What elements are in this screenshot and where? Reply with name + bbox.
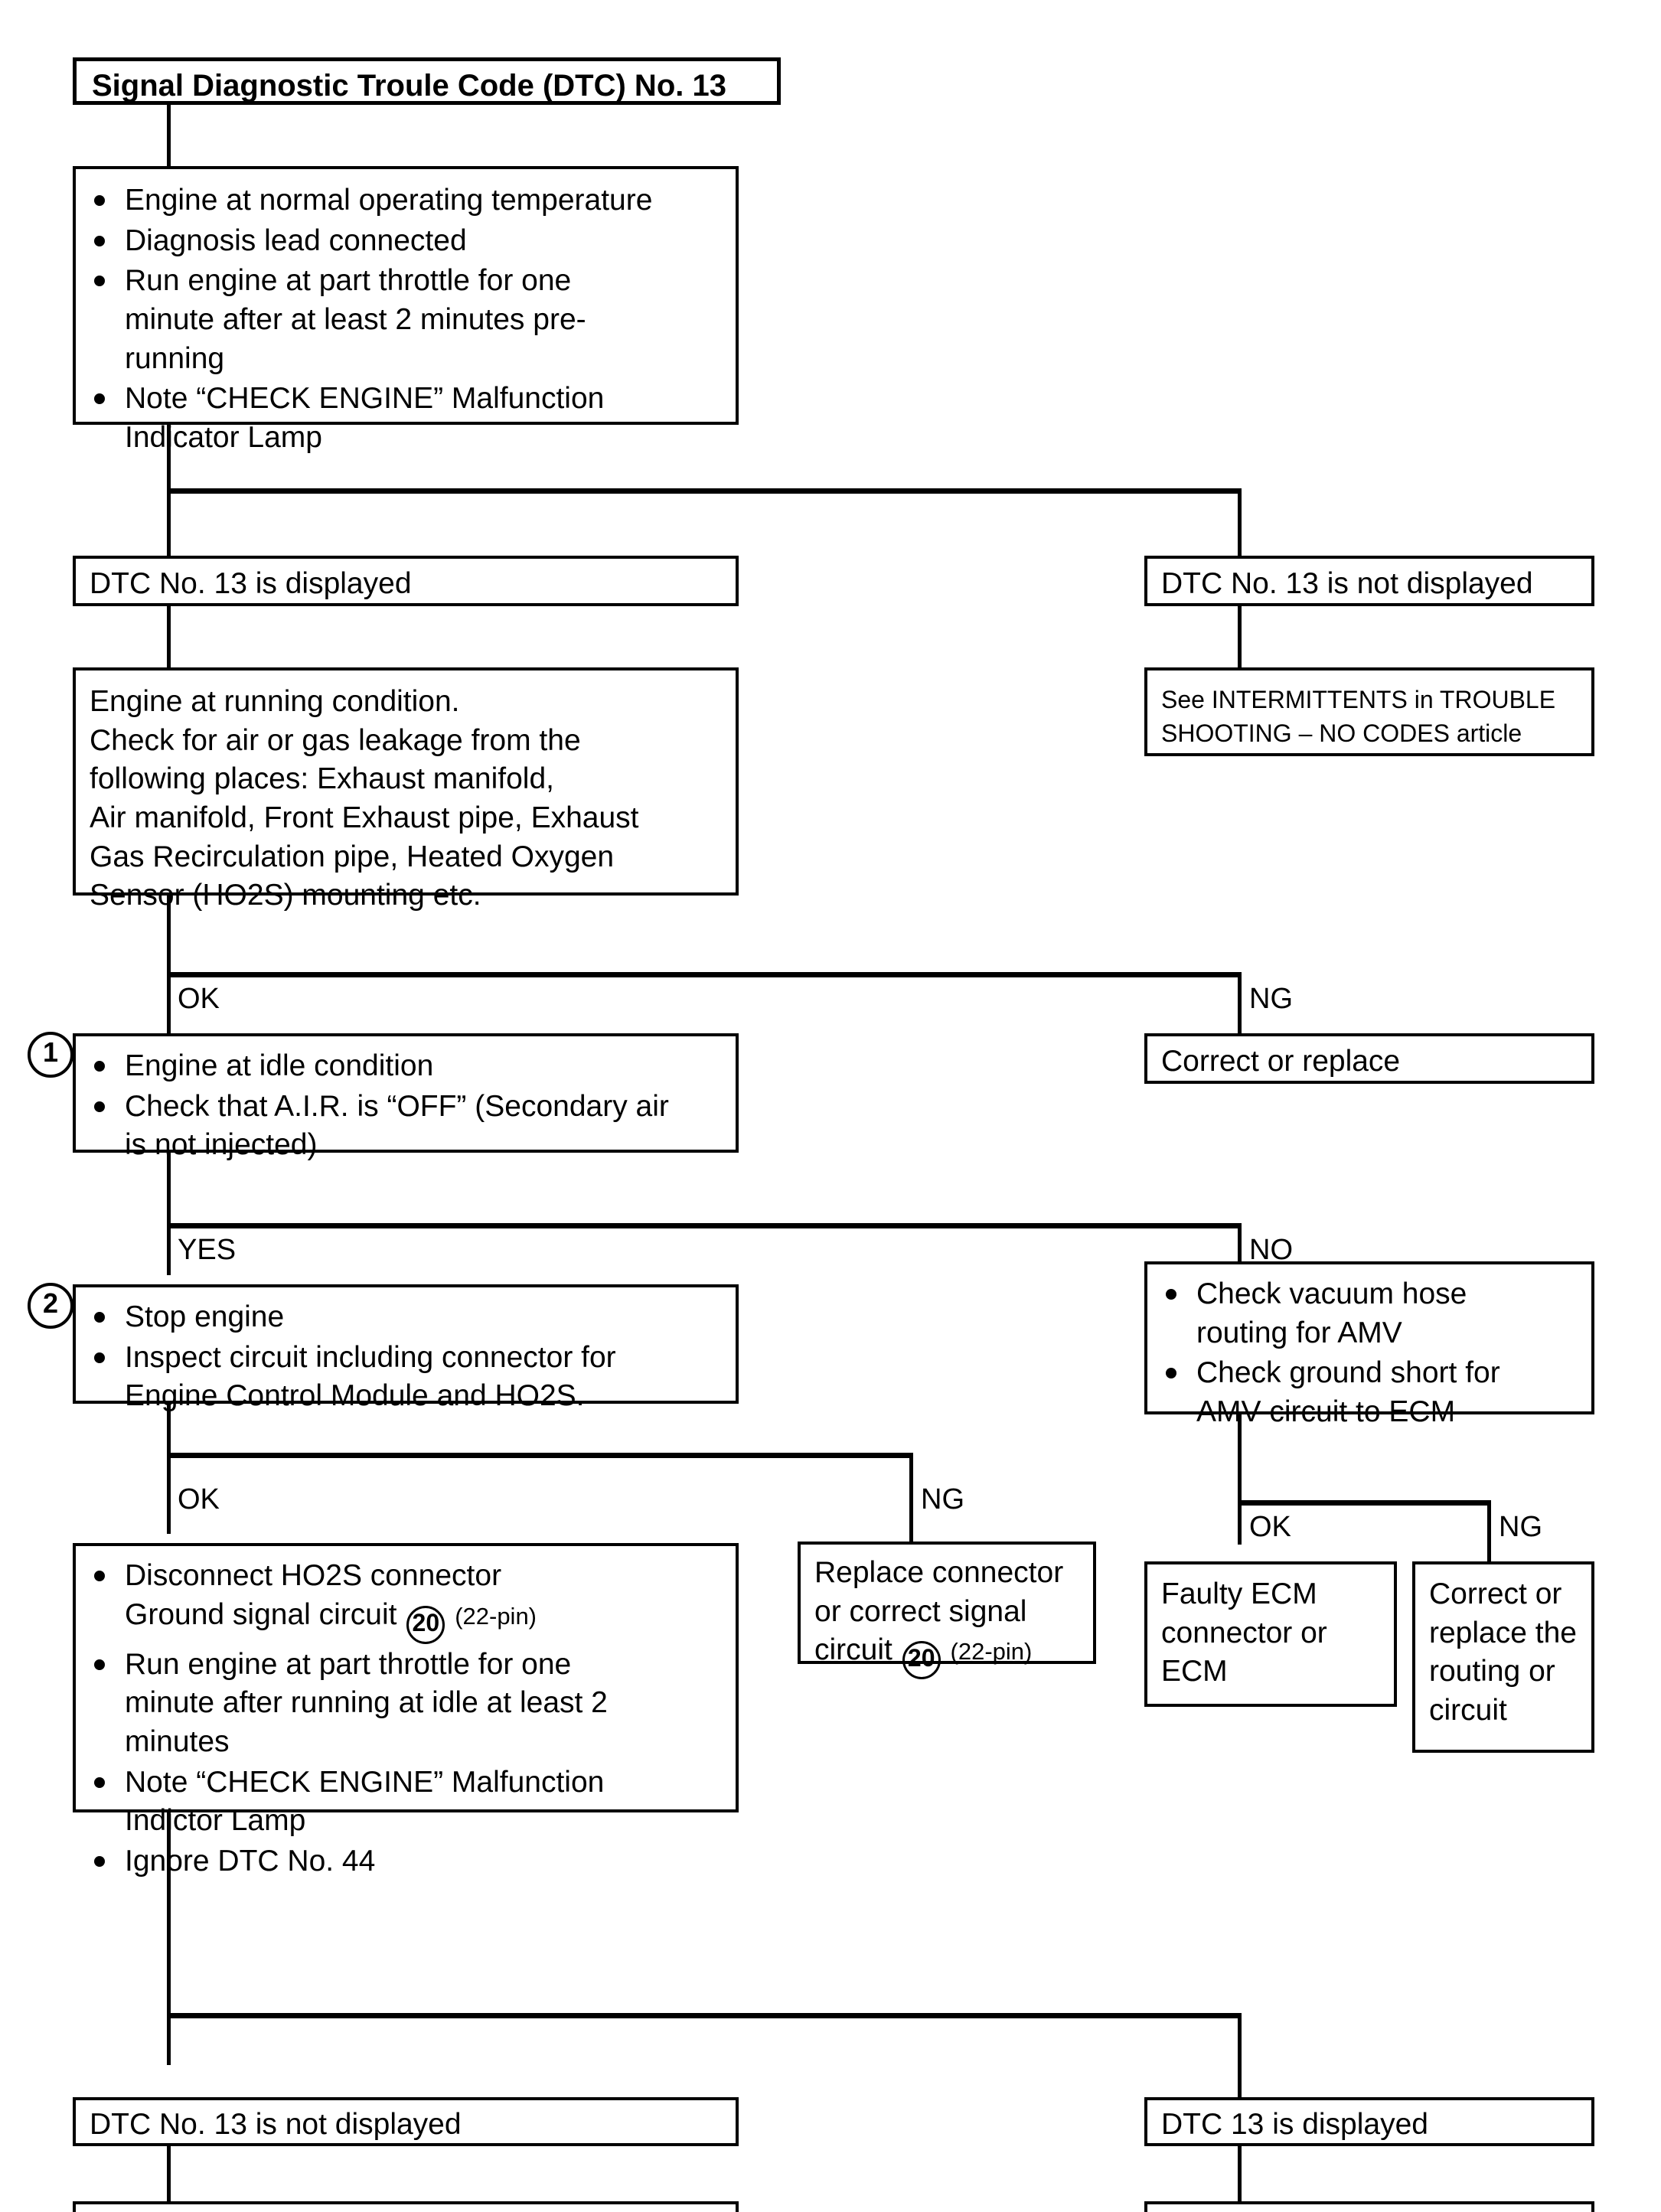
- step3-item1-line1: Disconnect HO2S connector: [125, 1559, 502, 1592]
- list-item: Check ground short for AMV circuit to EC…: [1161, 1354, 1556, 1431]
- step3-item1-suffix: (22-pin): [455, 1602, 537, 1630]
- connector-split-1-left: [167, 488, 171, 565]
- connector-leak-down: [167, 896, 171, 1033]
- connector-final-right: [1238, 2146, 1242, 2201]
- list-item: Note “CHECK ENGINE” Malfunction Indictor…: [90, 1763, 676, 1841]
- replace-line-3: circuit 20 (22-pin): [814, 1631, 1079, 1680]
- step2-list: Stop engine Inspect circuit including co…: [90, 1298, 722, 1416]
- dtc-displayed-label: DTC No. 13 is displayed: [90, 567, 412, 600]
- connector-split-6: [167, 2013, 1242, 2018]
- replace-line-3-prefix: circuit: [814, 1633, 893, 1667]
- correct-routing-box: Correct or replace the routing or circui…: [1412, 1561, 1594, 1753]
- preconditions-box: Engine at normal operating temperature D…: [73, 166, 739, 454]
- list-item: Run engine at part throttle for one minu…: [90, 1646, 661, 1762]
- replace-line-1: Replace connector: [814, 1556, 1064, 1589]
- faulty-ecm-connector-box: Faulty ECM connector or ECM: [1144, 1561, 1397, 1707]
- step1-list: Engine at idle condition Check that A.I.…: [90, 1047, 722, 1165]
- list-item: Note “CHECK ENGINE” Malfunction Indicato…: [90, 380, 661, 457]
- final-dtc-not-displayed-box: DTC No. 13 is not displayed: [73, 2097, 739, 2146]
- connector-amv-down: [1238, 1414, 1242, 1545]
- connector-split-1: [167, 488, 1242, 494]
- title-box: Signal Diagnostic Troule Code (DTC) No. …: [73, 57, 781, 105]
- result-faulty-ecm-box: Faulty ECM connector or ECM: [1144, 2201, 1594, 2212]
- final-dtc-displayed-label: DTC 13 is displayed: [1161, 2108, 1428, 2141]
- branch-label-no: NO: [1249, 1234, 1293, 1266]
- step3-box: Disconnect HO2S connector Ground signal …: [73, 1543, 739, 1878]
- leak-line: Sensor (HO2S) mounting etc.: [90, 879, 481, 912]
- correct-or-replace-label: Correct or replace: [1161, 1045, 1401, 1078]
- leak-line: Check for air or gas leakage from the: [90, 723, 581, 757]
- pin-number-badge: 20: [902, 1641, 941, 1680]
- dtc-displayed-box: DTC No. 13 is displayed: [73, 556, 739, 606]
- branch-label-ok-1: OK: [178, 983, 220, 1015]
- step-marker-2: 2: [28, 1283, 73, 1329]
- branch-label-yes: YES: [178, 1234, 237, 1266]
- dtc-not-displayed-label: DTC No. 13 is not displayed: [1161, 567, 1533, 600]
- branch-label-ok-3: OK: [1249, 1511, 1291, 1543]
- list-item: Stop engine: [90, 1298, 722, 1337]
- step3-item1-prefix: Ground signal circuit: [125, 1597, 397, 1631]
- connector-split-5-right: [1487, 1500, 1491, 1563]
- branch-label-ng-2: NG: [921, 1483, 964, 1515]
- final-dtc-displayed-box: DTC 13 is displayed: [1144, 2097, 1594, 2146]
- dtc-not-displayed-box: DTC No. 13 is not displayed: [1144, 556, 1594, 606]
- leak-line: Gas Recirculation pipe, Heated Oxygen: [90, 840, 615, 873]
- result-faulty-ho2s-box: Faulty HO2S connector or HO2S: [73, 2201, 739, 2212]
- list-item: Ignore DTC No. 44: [90, 1842, 722, 1881]
- connector-final-left: [167, 2146, 171, 2201]
- branch-label-ng-3: NG: [1499, 1511, 1542, 1543]
- step-marker-1: 1: [28, 1032, 73, 1078]
- connector-split-3: [167, 1223, 1242, 1228]
- step2-box: Stop engine Inspect circuit including co…: [73, 1284, 739, 1412]
- title-text: Signal Diagnostic Troule Code (DTC) No. …: [92, 69, 726, 103]
- list-item: Inspect circuit including connector for …: [90, 1339, 706, 1416]
- connector-split-4-right: [909, 1453, 913, 1543]
- list-item: Engine at normal operating temperature: [90, 181, 722, 220]
- connector-step2-down: [167, 1404, 171, 1534]
- leak-line: Air manifold, Front Exhaust pipe, Exhaus…: [90, 801, 639, 835]
- connector-split-1-right: [1238, 488, 1242, 565]
- pin-number-badge: 20: [406, 1605, 445, 1644]
- intermittents-text: See INTERMITTENTS in TROUBLE SHOOTING – …: [1161, 686, 1556, 748]
- branch-label-ng-1: NG: [1249, 983, 1293, 1015]
- connector-dtc-displayed-down: [167, 606, 171, 667]
- correct-routing-label: Correct or replace the routing or circui…: [1429, 1577, 1577, 1728]
- list-item: Diagnosis lead connected: [90, 222, 722, 261]
- correct-or-replace-box: Correct or replace: [1144, 1033, 1594, 1084]
- connector-title-to-preconditions: [167, 105, 171, 166]
- replace-line-3-suffix: (22-pin): [950, 1638, 1033, 1666]
- connector-split-2: [167, 972, 1242, 977]
- leak-line: Engine at running condition.: [90, 685, 460, 718]
- connector-split-3-right: [1238, 1223, 1242, 1284]
- connector-split-2-right: [1238, 972, 1242, 1033]
- connector-dtc-not-displayed-down: [1238, 606, 1242, 669]
- connector-split-5: [1238, 1500, 1491, 1506]
- list-item: Run engine at part throttle for one minu…: [90, 262, 645, 378]
- step3-list: Disconnect HO2S connector Ground signal …: [90, 1557, 722, 1881]
- leak-line: following places: Exhaust manifold,: [90, 762, 554, 796]
- connector-split-6-right: [1238, 2013, 1242, 2135]
- connector-split-4: [167, 1453, 913, 1458]
- amv-check-list: Check vacuum hose routing for AMV Check …: [1161, 1275, 1578, 1432]
- list-item: Check that A.I.R. is “OFF” (Secondary ai…: [90, 1088, 691, 1165]
- leak-check-box: Engine at running condition. Check for a…: [73, 667, 739, 912]
- replace-line-2: or correct signal: [814, 1594, 1027, 1628]
- connector-step1-down: [167, 1153, 171, 1275]
- final-dtc-not-displayed-label: DTC No. 13 is not displayed: [90, 2108, 462, 2141]
- branch-label-ok-2: OK: [178, 1483, 220, 1515]
- connector-preconditions-down: [167, 425, 171, 494]
- list-item: Check vacuum hose routing for AMV: [1161, 1275, 1526, 1352]
- preconditions-list: Engine at normal operating temperature D…: [90, 181, 722, 458]
- connector-step3-down: [167, 1812, 171, 2065]
- step1-box: Engine at idle condition Check that A.I.…: [73, 1033, 739, 1161]
- list-item: Disconnect HO2S connector Ground signal …: [90, 1557, 722, 1644]
- replace-connector-box: Replace connector or correct signal circ…: [798, 1542, 1096, 1680]
- intermittents-box: See INTERMITTENTS in TROUBLE SHOOTING – …: [1144, 667, 1594, 756]
- list-item: Engine at idle condition: [90, 1047, 722, 1086]
- faulty-ecm-connector-label: Faulty ECM connector or ECM: [1161, 1577, 1327, 1688]
- amv-check-box: Check vacuum hose routing for AMV Check …: [1144, 1261, 1594, 1428]
